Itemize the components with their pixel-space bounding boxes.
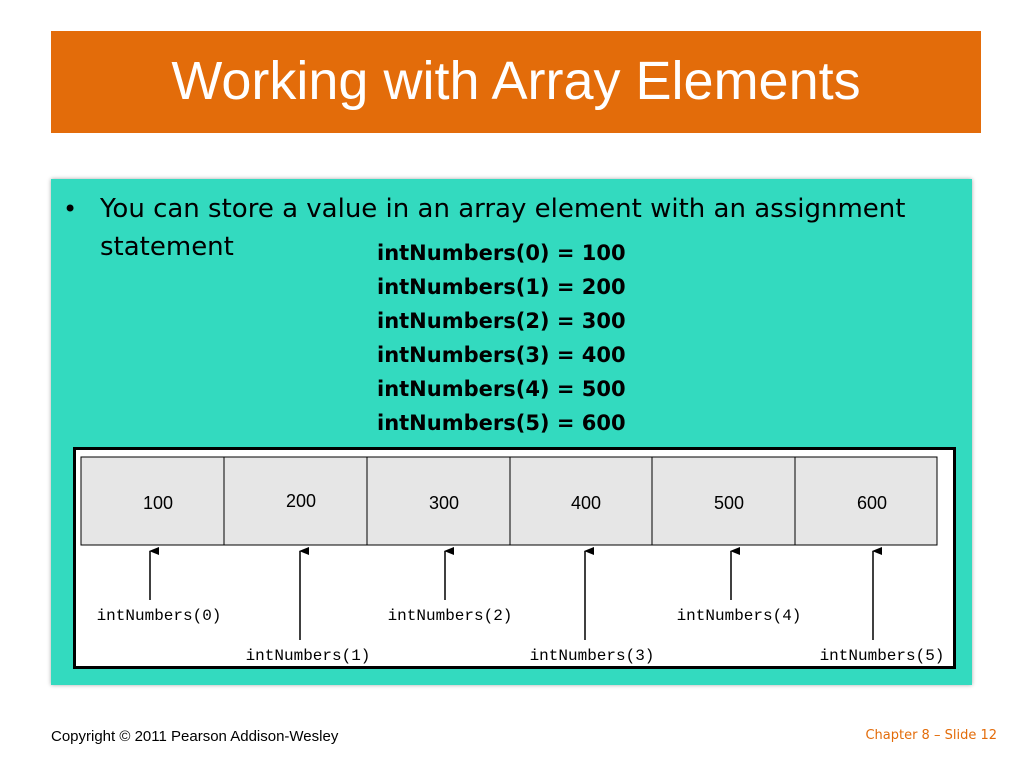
assignment-line: intNumbers(3) = 400 <box>377 343 626 367</box>
array-cell <box>509 456 653 546</box>
element-label: intNumbers(2) <box>388 607 513 625</box>
array-cell <box>794 456 938 546</box>
element-arrows <box>149 547 882 640</box>
array-value: 400 <box>571 493 601 513</box>
assignment-line: intNumbers(0) = 100 <box>377 241 626 265</box>
assignment-line: intNumbers(5) = 600 <box>377 411 626 435</box>
assignment-line: intNumbers(4) = 500 <box>377 377 626 401</box>
array-value: 300 <box>429 493 459 513</box>
element-label: intNumbers(1) <box>246 647 371 665</box>
element-label: intNumbers(3) <box>530 647 655 665</box>
assignment-line: intNumbers(2) = 300 <box>377 309 626 333</box>
footer-slide-number: Chapter 8 – Slide 12 <box>865 728 997 743</box>
assignment-line: intNumbers(1) = 200 <box>377 275 626 299</box>
bullet-text: You can store a value in an array elemen… <box>100 194 906 262</box>
array-value: 600 <box>857 493 887 513</box>
footer-copyright: Copyright © 2011 Pearson Addison-Wesley <box>51 728 339 745</box>
element-label: intNumbers(0) <box>97 607 222 625</box>
element-label: intNumbers(4) <box>677 607 802 625</box>
array-cell <box>651 456 796 546</box>
bullet-marker: • <box>63 195 78 223</box>
array-value: 100 <box>143 493 173 513</box>
element-labels: intNumbers(0) intNumbers(1) intNumbers(2… <box>97 607 945 665</box>
assignment-statements: intNumbers(0) = 100 intNumbers(1) = 200 … <box>377 236 626 440</box>
array-cells <box>80 456 938 546</box>
array-value: 200 <box>286 491 316 511</box>
array-diagram-svg: 100 200 300 400 500 600 intNumbers(0) in… <box>80 456 945 665</box>
array-cell <box>366 456 511 546</box>
array-values: 100 200 300 400 500 600 <box>143 491 887 513</box>
array-value: 500 <box>714 493 744 513</box>
element-label: intNumbers(5) <box>820 647 945 665</box>
array-diagram: 100 200 300 400 500 600 intNumbers(0) in… <box>73 447 956 669</box>
array-cell <box>80 456 225 546</box>
title-bar: Working with Array Elements <box>51 31 981 133</box>
slide-title: Working with Array Elements <box>171 51 861 111</box>
